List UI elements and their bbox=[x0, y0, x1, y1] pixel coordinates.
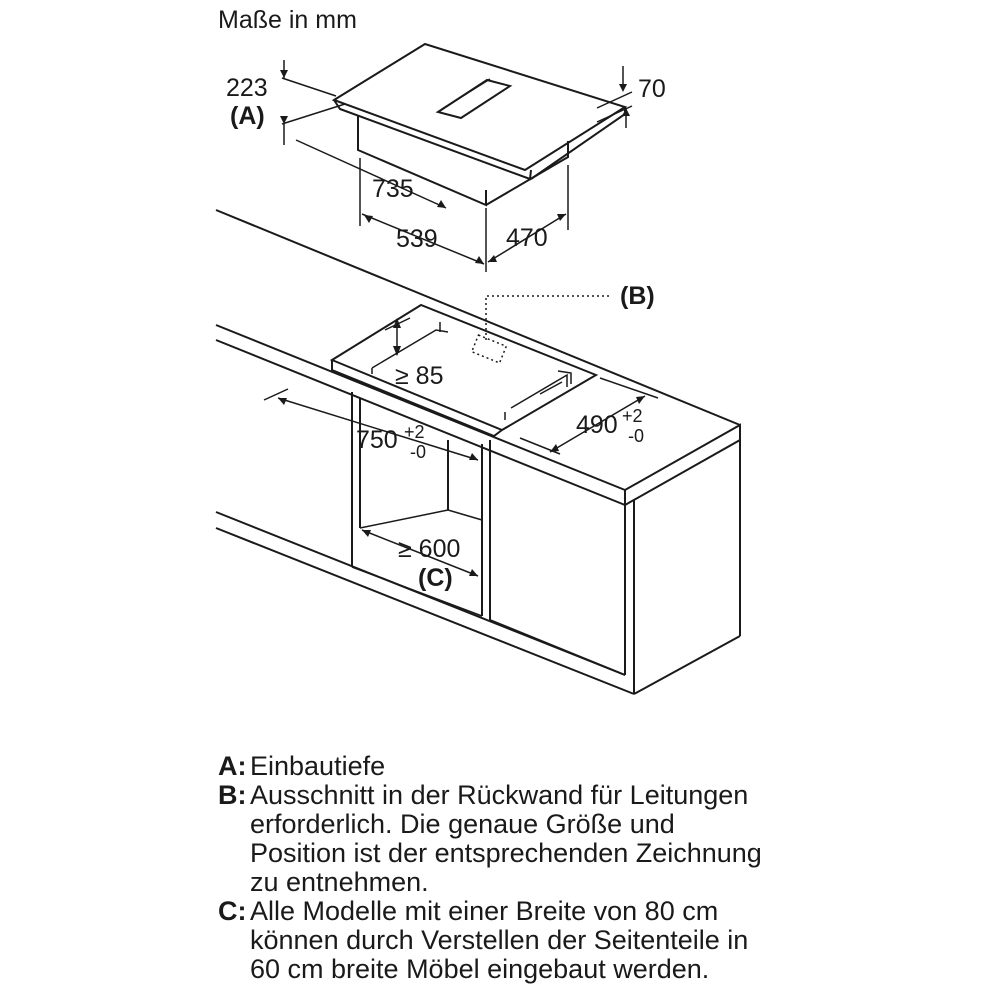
legend-line: Ausschnitt in der Rückwand für Leitungen bbox=[250, 780, 749, 810]
dim-490-tol-minus: -0 bbox=[628, 426, 644, 446]
legend-key-a: A: bbox=[218, 751, 247, 781]
legend-item-b: B: Ausschnitt in der Rückwand für Leitun… bbox=[218, 781, 818, 897]
dim-750: 750 +2 -0 bbox=[263, 388, 479, 462]
dim-70-text: 70 bbox=[638, 75, 666, 103]
label-a: (A) bbox=[230, 102, 265, 130]
dim-750-tol-plus: +2 bbox=[404, 422, 425, 442]
dim-490: 490 +2 -0 bbox=[519, 377, 659, 455]
dim-600: ≥ 600 (C) bbox=[361, 529, 479, 592]
dim-223-text: 223 bbox=[226, 74, 268, 102]
dim-600-text: ≥ 600 bbox=[398, 535, 460, 563]
legend-key-c: C: bbox=[218, 896, 247, 926]
label-b: (B) bbox=[620, 282, 655, 310]
legend-line: erforderlich. Die genaue Größe und bbox=[250, 809, 675, 839]
dim-70: 70 bbox=[596, 66, 666, 128]
dim-750-value: 750 bbox=[356, 426, 398, 454]
legend-text-c: Alle Modelle mit einer Breite von 80 cm … bbox=[250, 897, 818, 984]
legend: A: Einbautiefe B: Ausschnitt in der Rück… bbox=[218, 752, 818, 984]
dim-470-text: 470 bbox=[506, 224, 548, 252]
legend-key-b: B: bbox=[218, 780, 247, 810]
legend-line: Einbautiefe bbox=[250, 751, 386, 781]
legend-line: können durch Verstellen der Seitenteile … bbox=[250, 925, 749, 955]
dim-490-value: 490 bbox=[576, 411, 618, 439]
units-label: Maße in mm bbox=[218, 6, 357, 34]
dim-470: 470 bbox=[487, 165, 569, 263]
installation-diagram: Maße in mm 223 (A) 70 bbox=[215, 6, 741, 695]
dim-85: ≥ 85 bbox=[384, 317, 443, 390]
rear-cutout-b: (B) bbox=[470, 282, 655, 364]
legend-line: 60 cm breite Möbel eingebaut werden. bbox=[250, 954, 710, 984]
worktop bbox=[215, 209, 741, 507]
dim-490-tol-plus: +2 bbox=[622, 406, 643, 426]
legend-line: Alle Modelle mit einer Breite von 80 cm bbox=[250, 896, 719, 926]
dim-223: 223 (A) bbox=[226, 60, 346, 145]
dim-539-text: 539 bbox=[396, 225, 438, 253]
legend-item-c: C: Alle Modelle mit einer Breite von 80 … bbox=[218, 897, 818, 984]
label-c: (C) bbox=[418, 564, 453, 592]
dim-750-tol-minus: -0 bbox=[410, 442, 426, 462]
legend-line: zu entnehmen. bbox=[250, 867, 429, 897]
dim-735-text: 735 bbox=[372, 175, 414, 203]
dim-735: 735 bbox=[295, 139, 447, 209]
legend-text-a: Einbautiefe bbox=[250, 752, 818, 781]
dim-539: 539 bbox=[359, 158, 487, 272]
legend-text-b: Ausschnitt in der Rückwand für Leitungen… bbox=[250, 781, 818, 897]
legend-item-a: A: Einbautiefe bbox=[218, 752, 818, 781]
cabinet bbox=[215, 392, 741, 695]
dim-85-text: ≥ 85 bbox=[395, 362, 443, 390]
legend-line: Position ist der entsprechenden Zeichnun… bbox=[250, 838, 762, 868]
hob-device bbox=[331, 42, 628, 207]
